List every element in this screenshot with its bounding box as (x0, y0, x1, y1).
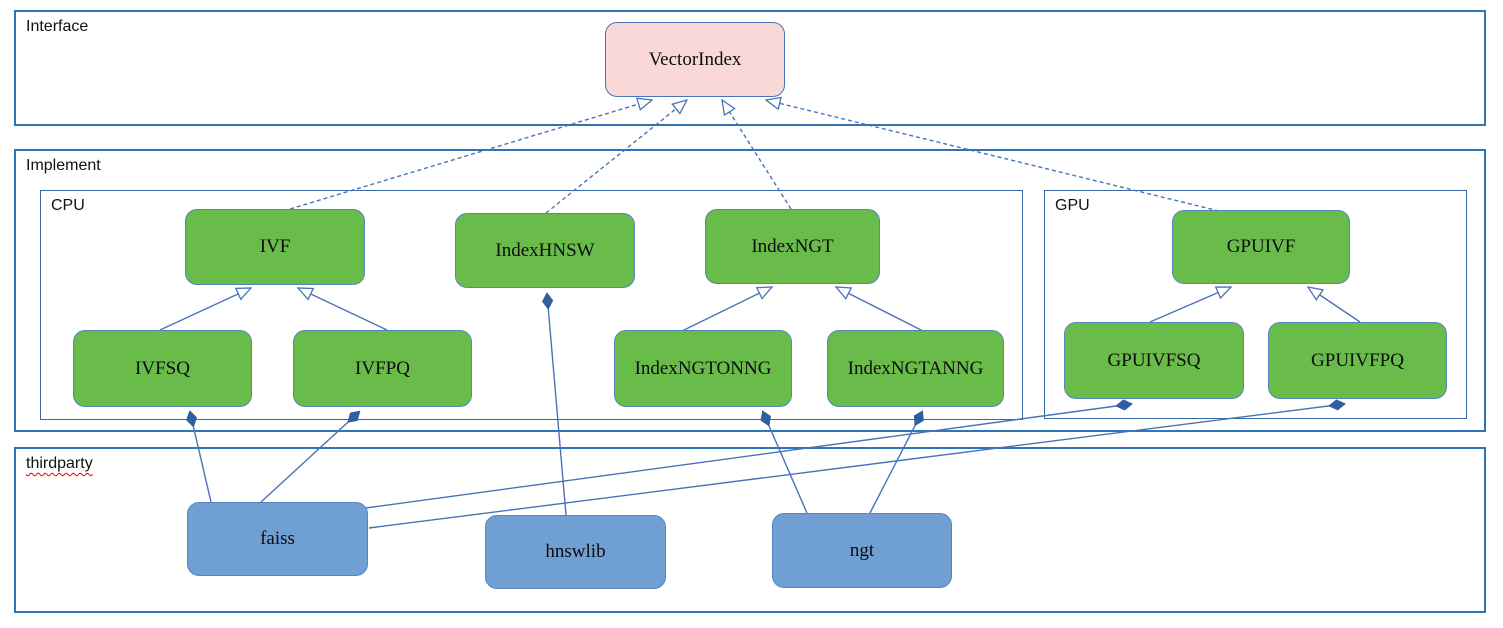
container-implement-label: Implement (26, 157, 101, 174)
node-indexngtanng: IndexNGTANNG (827, 330, 1004, 407)
node-gpuivfpq-label: GPUIVFPQ (1311, 349, 1404, 371)
node-ivfsq: IVFSQ (73, 330, 252, 407)
node-ivf-label: IVF (259, 236, 291, 257)
node-indexngtanng-label: IndexNGTANNG (847, 357, 984, 379)
container-cpu-label: CPU (51, 197, 85, 214)
node-indexngt: IndexNGT (705, 209, 880, 284)
node-faiss: faiss (187, 502, 368, 576)
node-gpuivfsq-label: GPUIVFSQ (1107, 349, 1201, 371)
node-indexngt-label: IndexNGT (751, 235, 834, 257)
node-ivfpq-label: IVFPQ (355, 357, 410, 379)
node-ngt-label: ngt (849, 539, 875, 561)
node-hnswlib-label: hnswlib (545, 541, 606, 562)
node-gpuivf: GPUIVF (1172, 210, 1350, 284)
node-hnswlib: hnswlib (485, 515, 666, 589)
node-gpuivfsq: GPUIVFSQ (1064, 322, 1244, 399)
node-ngt: ngt (772, 513, 952, 588)
node-gpuivf-label: GPUIVF (1226, 236, 1296, 257)
node-ivfpq: IVFPQ (293, 330, 472, 407)
container-thirdparty-label: thirdparty (26, 455, 93, 472)
node-indexhnsw-label: IndexHNSW (495, 239, 595, 261)
container-gpu-label: GPU (1055, 197, 1090, 214)
node-indexhnsw: IndexHNSW (455, 213, 635, 288)
node-vectorindex: VectorIndex (605, 22, 785, 97)
node-indexngtonng: IndexNGTONNG (614, 330, 792, 407)
node-faiss-label: faiss (260, 528, 295, 549)
node-ivfsq-label: IVFSQ (135, 357, 190, 379)
container-interface-label: Interface (26, 18, 89, 35)
node-gpuivfpq: GPUIVFPQ (1268, 322, 1447, 399)
node-ivf: IVF (185, 209, 365, 285)
node-indexngtonng-label: IndexNGTONNG (634, 357, 772, 379)
node-vectorindex-label: VectorIndex (648, 48, 742, 70)
